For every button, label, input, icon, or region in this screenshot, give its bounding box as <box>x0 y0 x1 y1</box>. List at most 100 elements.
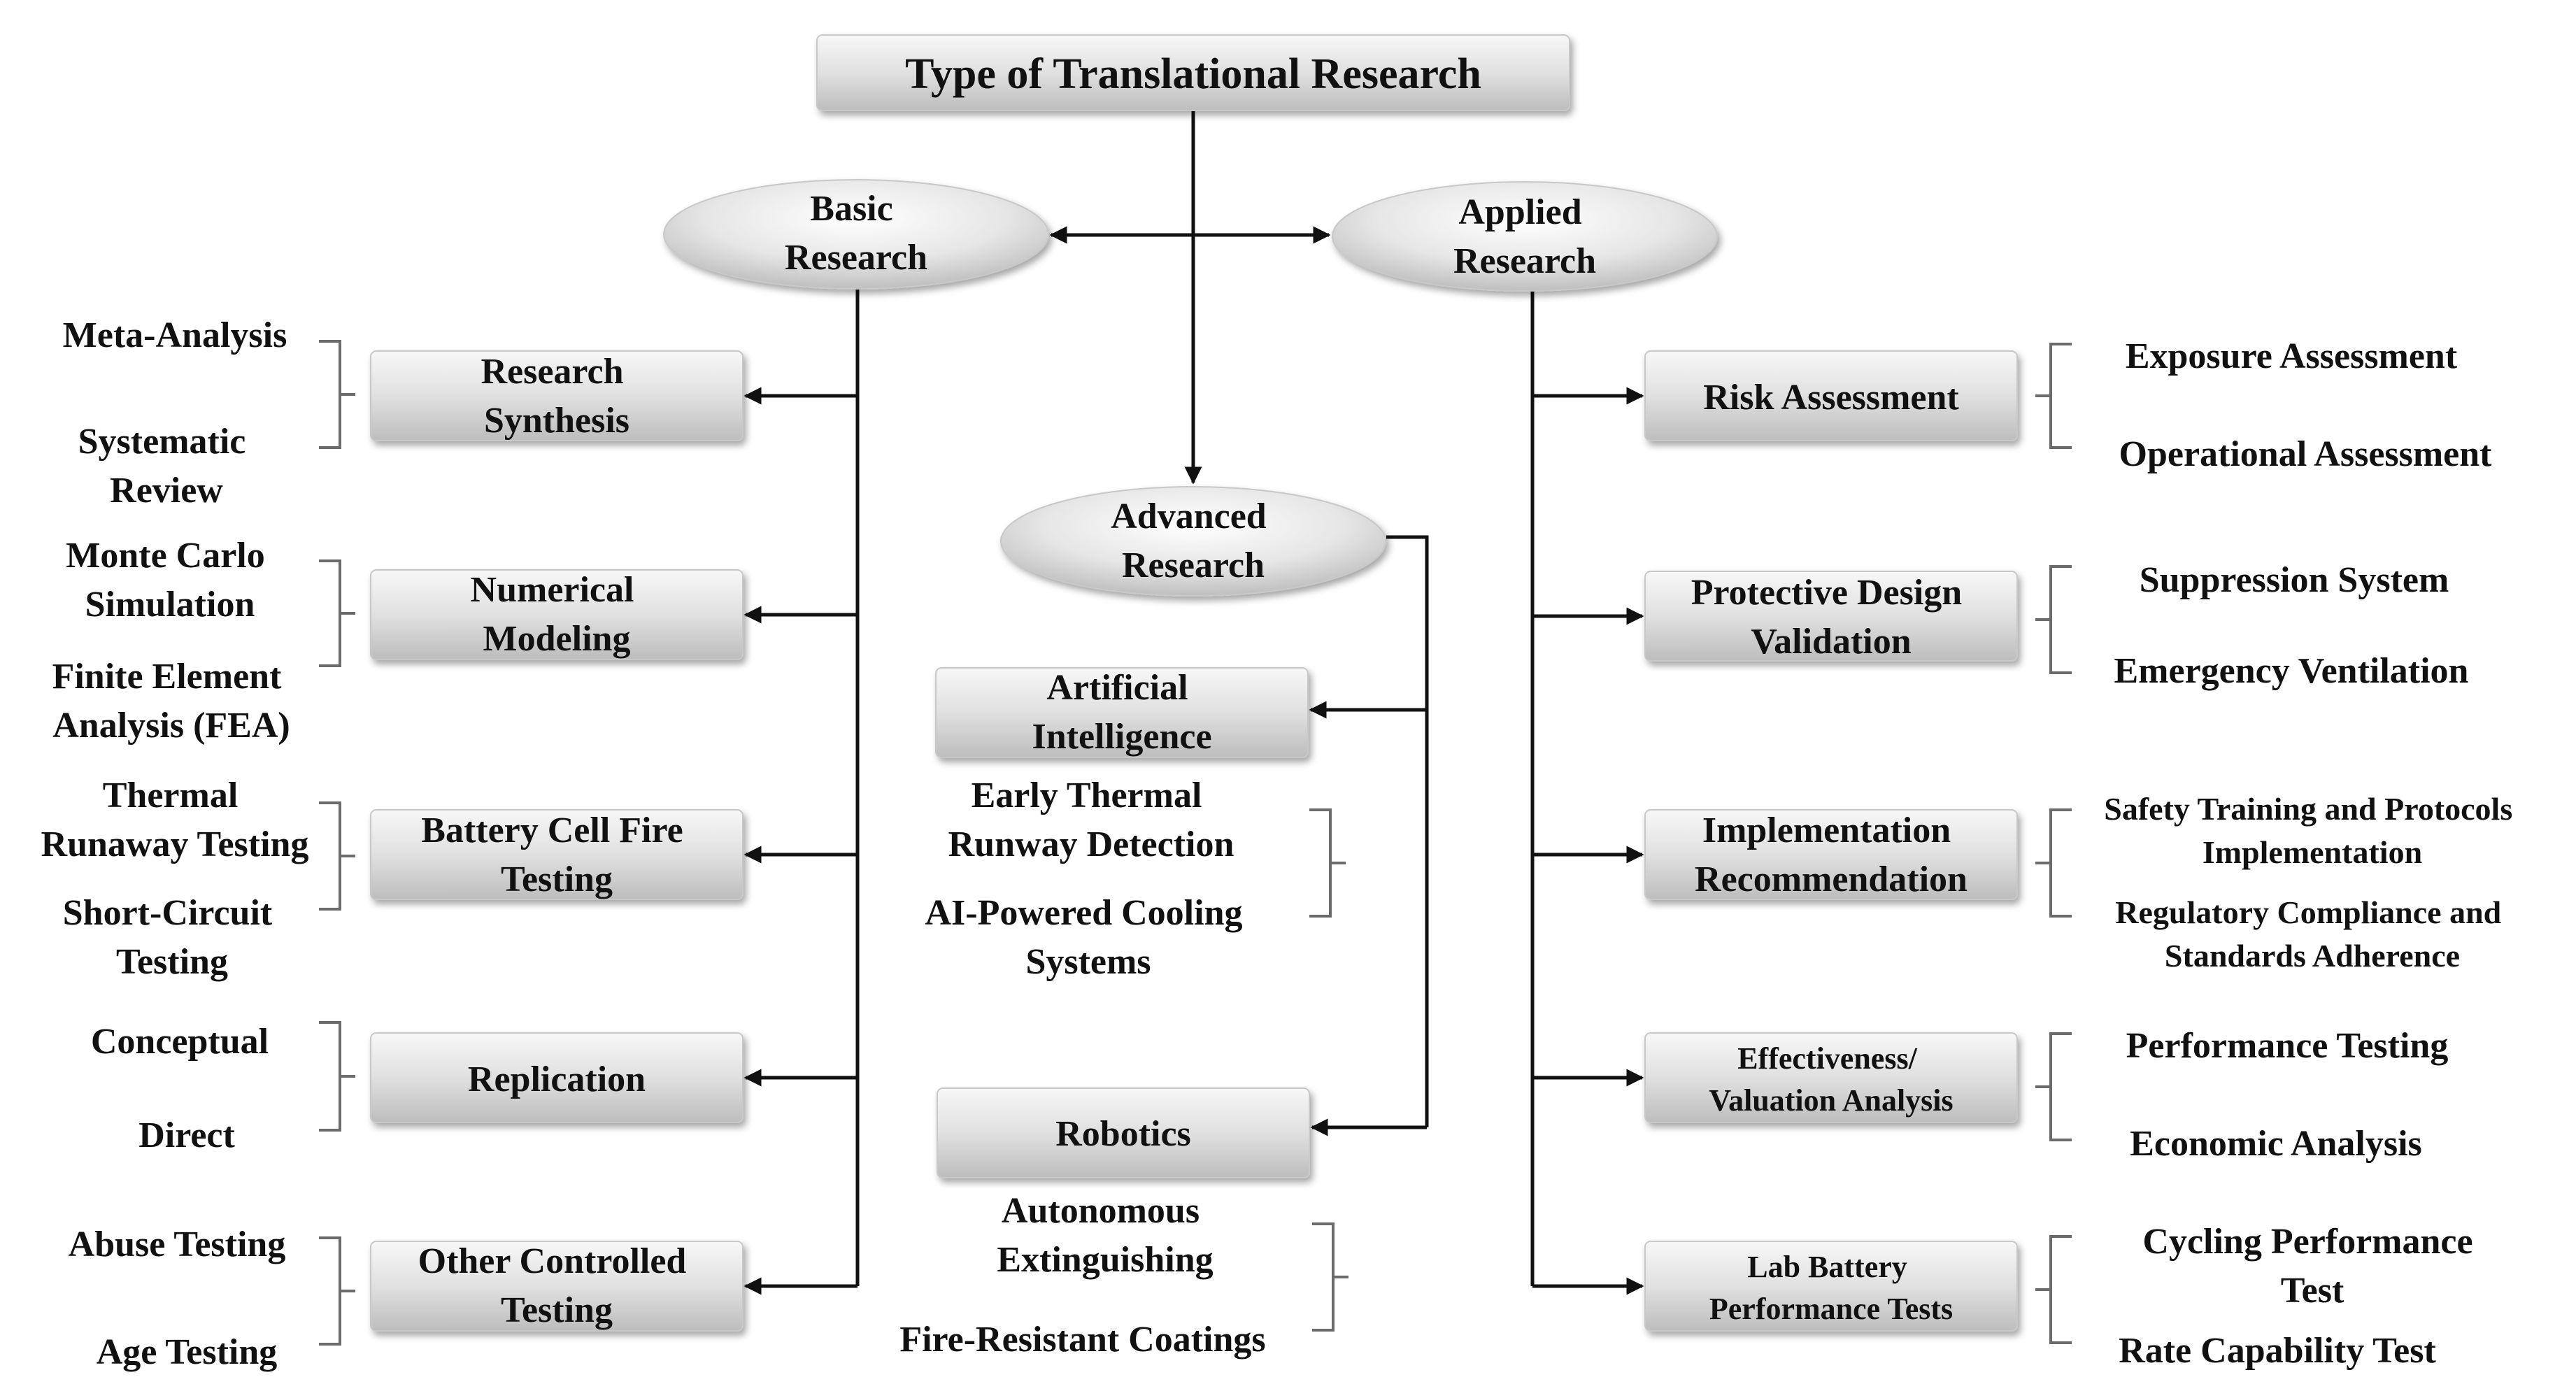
connector-lines <box>743 110 1644 1295</box>
box-lab-battery-performance-tests: Lab Battery Performance Tests <box>1644 1241 2018 1332</box>
applied-research-label-line1: Applied <box>1458 192 1581 232</box>
box-artificial-intelligence: Artificial Intelligence <box>935 667 1309 758</box>
svg-text:Autonomous Extinguishing: Autonomous Extinguishing <box>997 1191 1213 1280</box>
artificial-intelligence-line2: Intelligence <box>1032 717 1211 757</box>
svg-text:Research Synthesis: Research Synthesis <box>481 352 632 441</box>
leaves-other-controlled-testing: Abuse Testing Age Testing <box>69 1225 286 1372</box>
leaf-monte-carlo-line1: Monte Carlo <box>66 536 264 576</box>
leaf-emergency-ventilation: Emergency Ventilation <box>2114 651 2469 691</box>
advanced-research-label-line1: Advanced <box>1111 497 1267 536</box>
bracket-artificial-intelligence <box>1309 808 1346 918</box>
box-effectiveness-valuation-analysis: Effectiveness/ Valuation Analysis <box>1644 1032 2018 1123</box>
svg-text:Basic Research: Basic Research <box>785 189 927 278</box>
advanced-research-oval: Advanced Research <box>1000 486 1386 597</box>
lab-battery-line2: Performance Tests <box>1709 1292 1953 1326</box>
leaf-economic-analysis: Economic Analysis <box>2130 1124 2422 1164</box>
leaf-fea-line1: Finite Element <box>52 657 283 697</box>
svg-text:Battery Cell Fire Testin: Battery Cell Fire Testing <box>421 811 692 899</box>
svg-text:Monte Carlo Simulation: Monte Carlo Simulation <box>66 536 273 625</box>
box-research-synthesis: Research Synthesis <box>370 350 743 441</box>
leaf-early-thermal-line1: Early Thermal <box>972 776 1202 815</box>
other-controlled-testing-line1: Other Controlled <box>418 1241 687 1281</box>
svg-text:Effectiveness/ Valuation: Effectiveness/ Valuation Analysis <box>1709 1041 1953 1118</box>
research-synthesis-line1: Research <box>481 352 623 392</box>
bracket-replication <box>319 1021 355 1132</box>
box-other-controlled-testing: Other Controlled Testing <box>370 1241 743 1332</box>
basic-research-label-line2: Research <box>785 238 927 278</box>
lab-battery-line1: Lab Battery <box>1747 1250 1907 1284</box>
leaf-meta-analysis: Meta-Analysis <box>63 315 287 355</box>
leaf-early-thermal-line2: Runway Detection <box>948 825 1234 864</box>
leaves-implementation: Safety Training and Protocols Implementa… <box>2104 791 2512 973</box>
leaf-direct: Direct <box>138 1115 235 1155</box>
box-risk-assessment: Risk Assessment <box>1644 350 2018 441</box>
bracket-research-synthesis <box>319 340 355 449</box>
box-protective-design-validation: Protective Design Validation <box>1644 571 2018 662</box>
leaves-replication: Conceptual Direct <box>91 1022 269 1155</box>
effectiveness-line1: Effectiveness/ <box>1737 1041 1917 1076</box>
leaf-cycling-line1: Cycling Performance <box>2142 1222 2472 1262</box>
battery-cell-fire-testing-line1: Battery Cell Fire <box>421 811 683 850</box>
leaf-performance-testing: Performance Testing <box>2126 1026 2449 1066</box>
box-battery-cell-fire-testing: Battery Cell Fire Testing <box>370 809 743 900</box>
leaf-fea-line2: Analysis (FEA) <box>52 706 290 746</box>
bracket-risk-assessment <box>2035 343 2072 449</box>
leaf-thermal-runaway-line1: Thermal <box>103 776 239 815</box>
advanced-trunk-line <box>1386 535 1429 1127</box>
leaf-regulatory-line2: Standards Adherence <box>2165 938 2460 973</box>
leaves-research-synthesis: Meta-Analysis Systematic Review <box>63 315 287 511</box>
svg-text:Early Thermal Runway Det: Early Thermal Runway Detection <box>948 776 1234 864</box>
bracket-numerical-modeling <box>319 559 355 667</box>
svg-text:Artificial Intelligence: Artificial Intelligence <box>1032 668 1211 757</box>
applied-research-label-line2: Research <box>1453 241 1596 281</box>
research-synthesis-line2: Synthesis <box>484 401 629 441</box>
svg-text:Risk Assessment: Risk Assessment <box>1703 378 1959 418</box>
svg-text:Advanced Research: Advanced Research <box>1111 497 1275 585</box>
leaves-risk-assessment: Exposure Assessment Operational Assessme… <box>2119 336 2493 474</box>
leaves-protective-design: Suppression System Emergency Ventilation <box>2114 560 2469 691</box>
leaf-thermal-runaway-line2: Runaway Testing <box>41 825 309 864</box>
leaf-short-circuit-line1: Short-Circuit <box>63 893 273 933</box>
svg-text:Replication: Replication <box>468 1060 646 1099</box>
bracket-other-controlled <box>319 1236 355 1346</box>
svg-text:AI-Powered Cooling Syste: AI-Powered Cooling Systems <box>925 893 1251 982</box>
svg-text:Systematic Review: Systematic Review <box>78 422 255 511</box>
protective-design-line1: Protective Design <box>1691 573 1963 613</box>
bracket-battery-cell-fire <box>319 801 355 911</box>
leaf-operational-assessment: Operational Assessment <box>2119 434 2493 474</box>
protective-design-line2: Validation <box>1751 622 1911 662</box>
effectiveness-line2: Valuation Analysis <box>1709 1083 1953 1118</box>
svg-text:Applied Research: Applied Research <box>1453 192 1596 281</box>
leaf-age-testing: Age Testing <box>97 1332 278 1372</box>
leaf-fire-resistant-coatings: Fire-Resistant Coatings <box>899 1320 1265 1360</box>
battery-cell-fire-testing-line2: Testing <box>501 860 613 899</box>
box-robotics: Robotics <box>937 1087 1310 1178</box>
bracket-effectiveness <box>2035 1032 2072 1141</box>
leaves-numerical-modeling: Monte Carlo Simulation Finite Element An… <box>52 536 290 746</box>
leaf-rate-capability: Rate Capability Test <box>2119 1331 2436 1371</box>
numerical-modeling-line1: Numerical <box>471 570 634 610</box>
leaf-autonomous-line2: Extinguishing <box>997 1240 1213 1280</box>
svg-text:Implementation Recommend: Implementation Recommendation <box>1695 811 1967 899</box>
svg-text:Robotics: Robotics <box>1055 1114 1191 1154</box>
svg-text:Protective Design Valida: Protective Design Validation <box>1691 573 1971 662</box>
applied-research-oval: Applied Research <box>1332 181 1718 292</box>
box-implementation-recommendation: Implementation Recommendation <box>1644 809 2018 900</box>
title-text: Type of Translational Research <box>905 50 1481 98</box>
leaf-conceptual: Conceptual <box>91 1022 269 1062</box>
replication-line1: Replication <box>468 1060 646 1099</box>
bracket-implementation <box>2035 808 2072 918</box>
numerical-modeling-line2: Modeling <box>483 619 631 659</box>
leaf-safety-training-line1: Safety Training and Protocols <box>2104 791 2512 827</box>
box-numerical-modeling: Numerical Modeling <box>370 569 743 660</box>
robotics-line1: Robotics <box>1055 1114 1191 1154</box>
svg-text:Short-Circuit Testing: Short-Circuit Testing <box>63 893 281 982</box>
svg-text:Numerical Modeling: Numerical Modeling <box>471 570 643 659</box>
bracket-protective-design <box>2035 565 2072 674</box>
leaves-effectiveness: Performance Testing Economic Analysis <box>2126 1026 2449 1164</box>
leaves-artificial-intelligence: Early Thermal Runway Detection AI-Powere… <box>925 776 1251 982</box>
leaf-abuse-testing: Abuse Testing <box>69 1225 286 1264</box>
bracket-lab-battery <box>2035 1235 2072 1344</box>
leaf-ai-cooling-line2: Systems <box>1025 942 1151 982</box>
